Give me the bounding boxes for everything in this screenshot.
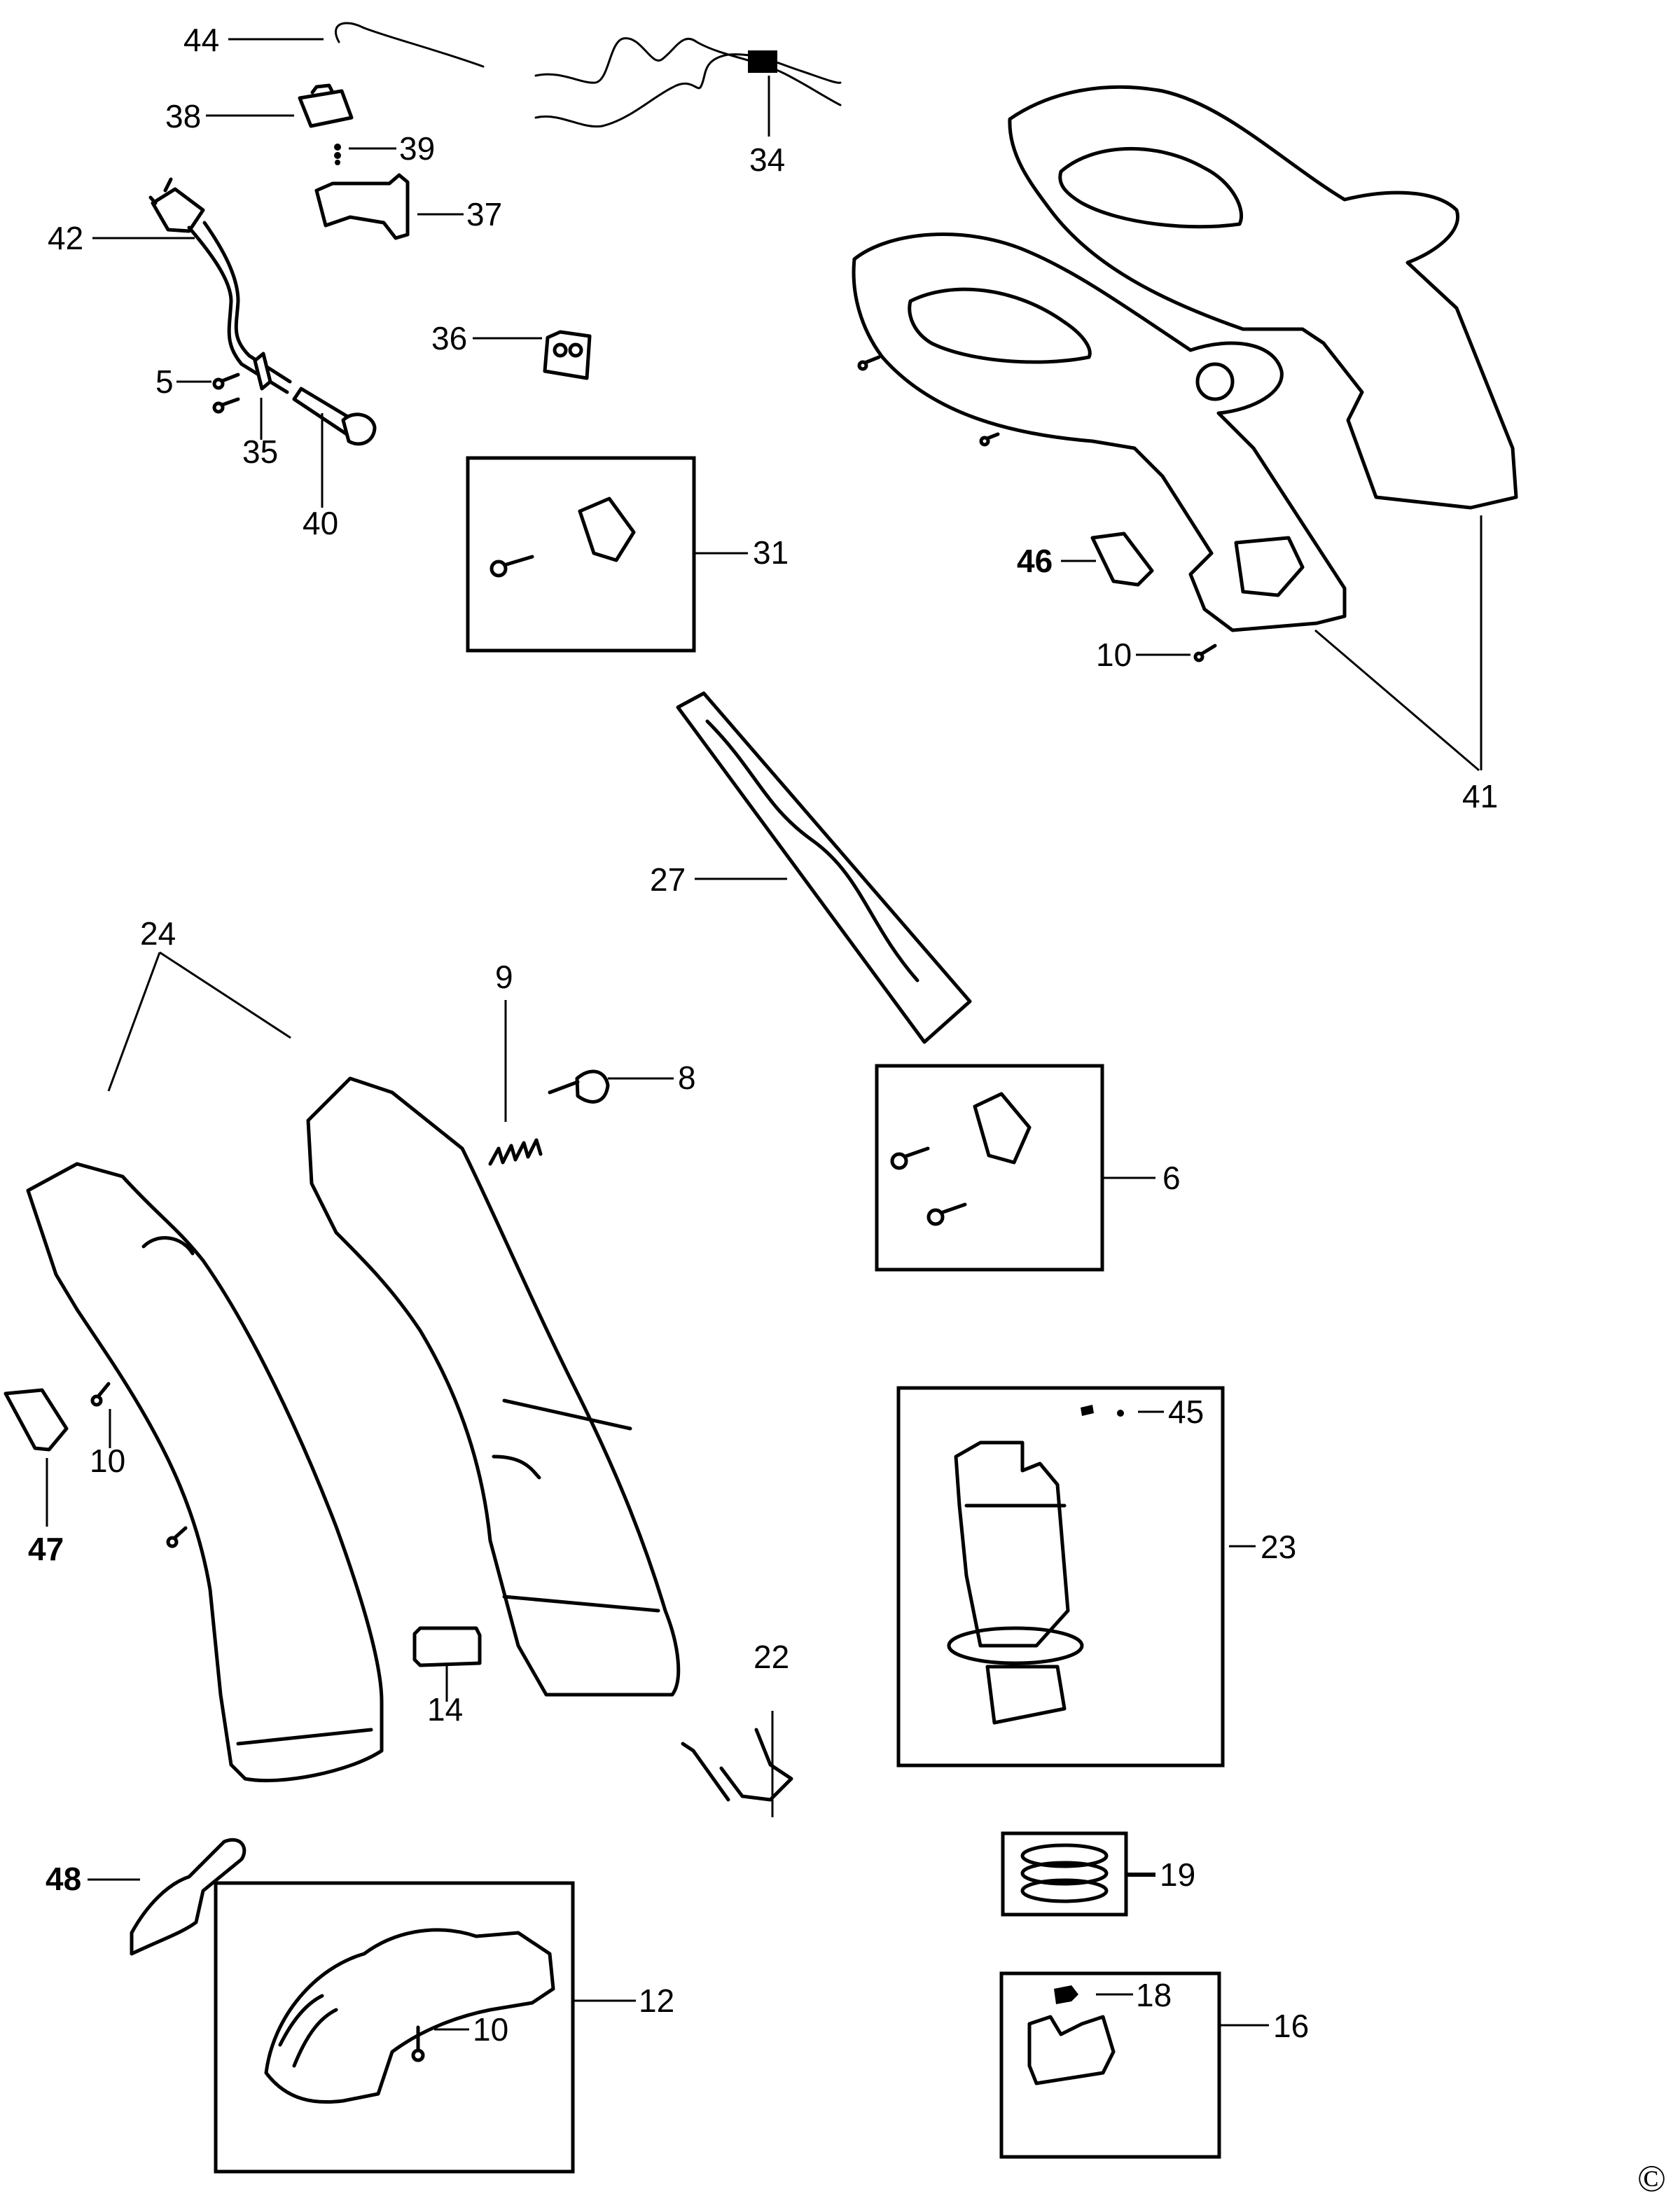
- callout-46: 46: [1017, 543, 1053, 579]
- callout-10-handle: 10: [1096, 637, 1132, 673]
- callout-44: 44: [183, 22, 220, 58]
- part-24-housing: [26, 951, 681, 1783]
- callout-35: 35: [242, 433, 279, 470]
- kit-12-box: [214, 1881, 636, 2174]
- part-47-label-plate: [4, 1388, 69, 1527]
- callout-22: 22: [754, 1639, 790, 1675]
- callout-6: 6: [1162, 1160, 1181, 1196]
- callout-38: 38: [165, 98, 202, 134]
- part-46-label-plate: [1061, 532, 1154, 587]
- screw-housing-extra: [166, 1526, 188, 1548]
- part-35-cord-clamp: [253, 352, 272, 440]
- callout-39: 39: [399, 130, 436, 167]
- callout-9: 9: [495, 959, 513, 995]
- callout-18: 18: [1136, 1977, 1172, 2013]
- callout-8: 8: [678, 1060, 696, 1096]
- kit-19-box: [1001, 1831, 1155, 1917]
- callout-5: 5: [155, 363, 174, 400]
- part-10-screw-handle: [1136, 644, 1217, 662]
- kit-31-box: [466, 456, 748, 653]
- callout-10-housing: 10: [90, 1443, 126, 1479]
- part-34-wire-harness: [534, 37, 842, 137]
- callout-10-guard: 10: [473, 2011, 509, 2048]
- part-40-cord-sleeve: [292, 387, 377, 508]
- part-22-wire-clip: [681, 1711, 793, 1817]
- kit-23-box: [896, 1386, 1256, 1768]
- callout-31: 31: [753, 534, 789, 571]
- part-38-switch: [206, 83, 354, 128]
- part-27-tube: [676, 691, 972, 1044]
- part-5-screws: [176, 373, 240, 414]
- part-48-guard-plate: [88, 1838, 247, 1956]
- callout-19: 19: [1160, 1856, 1196, 1893]
- callout-40: 40: [303, 505, 339, 541]
- callout-42: 42: [48, 220, 84, 256]
- copyright-mark: ©: [1637, 2158, 1667, 2200]
- callout-16: 16: [1273, 2008, 1310, 2044]
- callout-12: 12: [639, 1983, 675, 2019]
- callout-36: 36: [431, 320, 468, 356]
- part-37-lever: [314, 173, 464, 240]
- part-36-terminal-block: [473, 330, 592, 380]
- part-39-spring: [334, 144, 396, 165]
- part-42-power-cord: [92, 177, 292, 394]
- callout-24: 24: [140, 915, 176, 952]
- callout-27: 27: [650, 861, 686, 898]
- callout-47: 47: [28, 1531, 64, 1567]
- callout-23: 23: [1261, 1529, 1297, 1565]
- callout-45: 45: [1168, 1394, 1205, 1430]
- part-14-block: [412, 1626, 482, 1702]
- part-44-wire: [228, 22, 485, 68]
- callout-48: 48: [46, 1861, 82, 1897]
- part-8-button: [548, 1069, 674, 1104]
- callout-41: 41: [1462, 778, 1499, 814]
- part-41-handle-assembly: [852, 85, 1518, 772]
- part-9-spring: [488, 1000, 543, 1166]
- callout-14: 14: [427, 1691, 464, 1728]
- callout-37: 37: [466, 196, 503, 232]
- part-10-screw-housing: [90, 1382, 111, 1448]
- kit-16-box: [999, 1971, 1269, 2159]
- kit-6-box: [875, 1064, 1155, 1272]
- callout-34: 34: [749, 141, 786, 178]
